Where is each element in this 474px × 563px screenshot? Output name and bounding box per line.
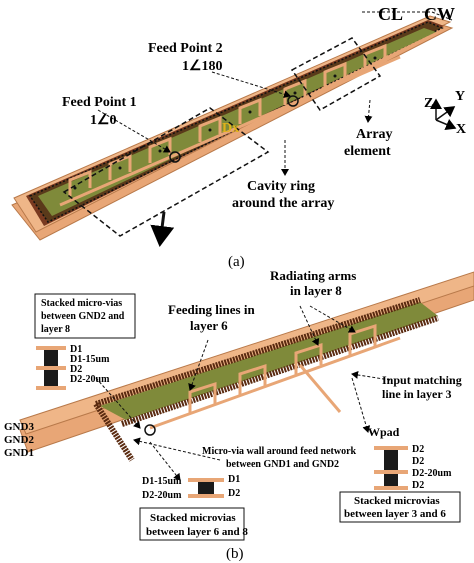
feed-point-1-value: 1∠0 <box>90 113 117 128</box>
via-dots <box>73 56 377 190</box>
axis-x: X <box>456 122 466 137</box>
stacked-3-6-line1: Stacked microvias <box>354 495 440 507</box>
input-matching-line2: line in layer 3 <box>382 387 451 401</box>
via-left-d2: D2 <box>70 364 82 375</box>
axes-icon <box>430 98 457 131</box>
down-arrow <box>150 211 175 247</box>
via-bottom-d1b: D1 <box>228 474 240 485</box>
via-bottom-d1: D1-15um <box>142 476 182 487</box>
cl-label: CL <box>378 4 403 24</box>
box-stacked-6-8 <box>139 507 245 541</box>
stacked-gnd2-line3: layer 8 <box>41 324 70 335</box>
axis-z: Z <box>424 96 433 111</box>
array-element-box <box>290 37 382 111</box>
micro-via-wall-line1: Micro-via wall around feed network <box>202 446 357 457</box>
panel-b-caption: (b) <box>226 546 244 562</box>
feed-point-2-value: 1∠180 <box>182 59 223 74</box>
input-matching-line1: Input matching <box>382 373 462 387</box>
stacked-3-6-line2: between layer 3 and 6 <box>344 508 446 520</box>
cavity-box <box>62 107 270 237</box>
via-left-d1: D1 <box>70 344 82 355</box>
cavity-ring-line2: around the array <box>232 196 334 211</box>
via-right-d2-20: D2-20um <box>412 468 452 479</box>
feeding-lines-line1: Feeding lines in <box>168 302 255 317</box>
gnd3-label: GND3 <box>4 421 34 433</box>
feed-point-1-title: Feed Point 1 <box>62 95 137 110</box>
array-element-line1: Array <box>356 127 393 142</box>
panel-a: Feed Point 2 1∠180 Feed Point 1 1∠0 CL C… <box>11 4 466 270</box>
gnd1-label: GND1 <box>4 447 34 459</box>
cw-label: CW <box>424 4 455 24</box>
via-bottom-d2: D2 <box>228 488 240 499</box>
micro-via-wall <box>93 297 439 462</box>
via-left-d1-15: D1-15um <box>70 354 110 365</box>
micro-via-wall-line2: between GND1 and GND2 <box>226 459 339 470</box>
feed-network-board <box>100 302 438 420</box>
via-left-d2-20: D2-20um <box>70 374 110 385</box>
panel-a-caption: (a) <box>228 254 245 270</box>
axis-y: Y <box>455 89 465 104</box>
radiating-arms-line2: in layer 8 <box>290 283 342 298</box>
dx-label: Dx <box>222 121 239 136</box>
feeding-lines <box>149 323 401 430</box>
via-right-d2a: D2 <box>412 444 424 455</box>
feed-point-1-marker <box>169 151 181 163</box>
array-element-line2: element <box>344 144 391 159</box>
stacked-via-left <box>36 346 66 390</box>
via-right-d2b: D2 <box>412 456 424 467</box>
gnd2-label: GND2 <box>4 434 34 446</box>
via-bottom-d2-20: D2-20um <box>142 490 182 501</box>
box-stacked-3-6 <box>339 491 461 523</box>
box-stacked-gnd2 <box>34 293 136 339</box>
stacked-gnd2-line2: between GND2 and <box>41 311 125 322</box>
feed-point-2-marker <box>287 95 299 107</box>
feeding-lines-line2: layer 6 <box>190 318 228 333</box>
stacked-6-8-line2: between layer 6 and 8 <box>146 526 248 538</box>
stacked-6-8-line1: Stacked microvias <box>150 512 236 524</box>
panel-b: Radiating arms in layer 8 Feeding lines … <box>4 268 474 562</box>
feed-point-2-title: Feed Point 2 <box>148 41 223 56</box>
feed-via-marker <box>144 424 156 436</box>
wpad-label: Wpad <box>368 425 400 439</box>
stacked-via-bottom <box>188 478 224 498</box>
stacked-gnd2-line1: Stacked micro-vias <box>41 298 122 309</box>
cavity-ring-line1: Cavity ring <box>247 179 315 194</box>
array-inner-board <box>38 28 436 216</box>
radiating-arms-line1: Radiating arms <box>270 268 356 283</box>
via-right-d2c: D2 <box>412 480 424 491</box>
stacked-via-right <box>374 446 408 490</box>
